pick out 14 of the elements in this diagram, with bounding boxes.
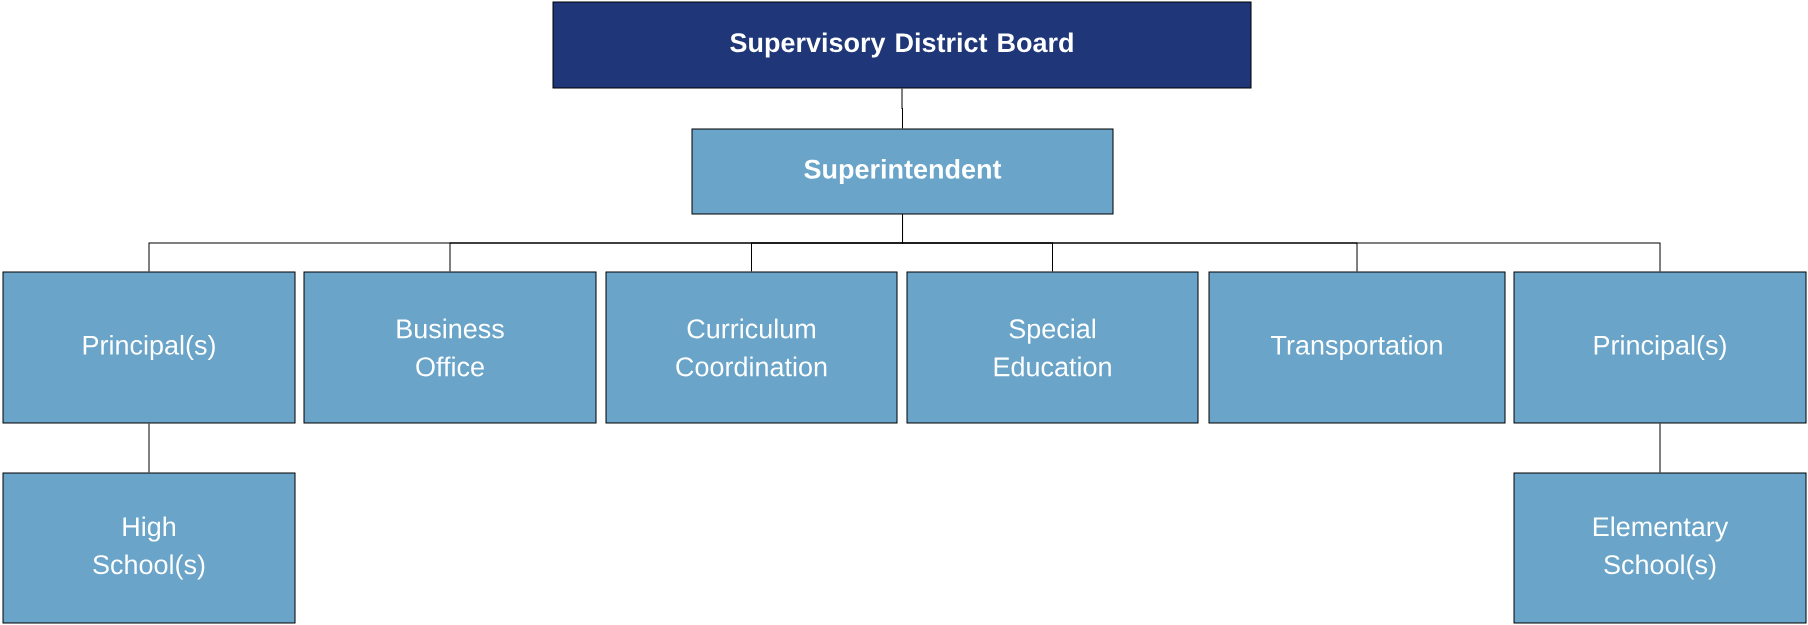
org-box: Special Education (906, 271, 1199, 424)
connector-line (901, 88, 903, 129)
org-box: Principal(s) (2, 271, 296, 424)
connector-line (148, 423, 150, 473)
org-box: Business Office (303, 271, 597, 424)
connector-line (902, 214, 1661, 272)
org-box: Principal(s) (1513, 271, 1807, 424)
board-box: Supervisory District Board (552, 1, 1252, 89)
org-box: High School(s) (2, 472, 296, 624)
connector-line (1659, 423, 1661, 473)
org-box: Elementary School(s) (1513, 472, 1807, 624)
org-box: Curriculum Coordination (605, 271, 898, 424)
org-box: Transportation (1208, 271, 1506, 424)
superintendent-box: Superintendent (691, 128, 1114, 215)
